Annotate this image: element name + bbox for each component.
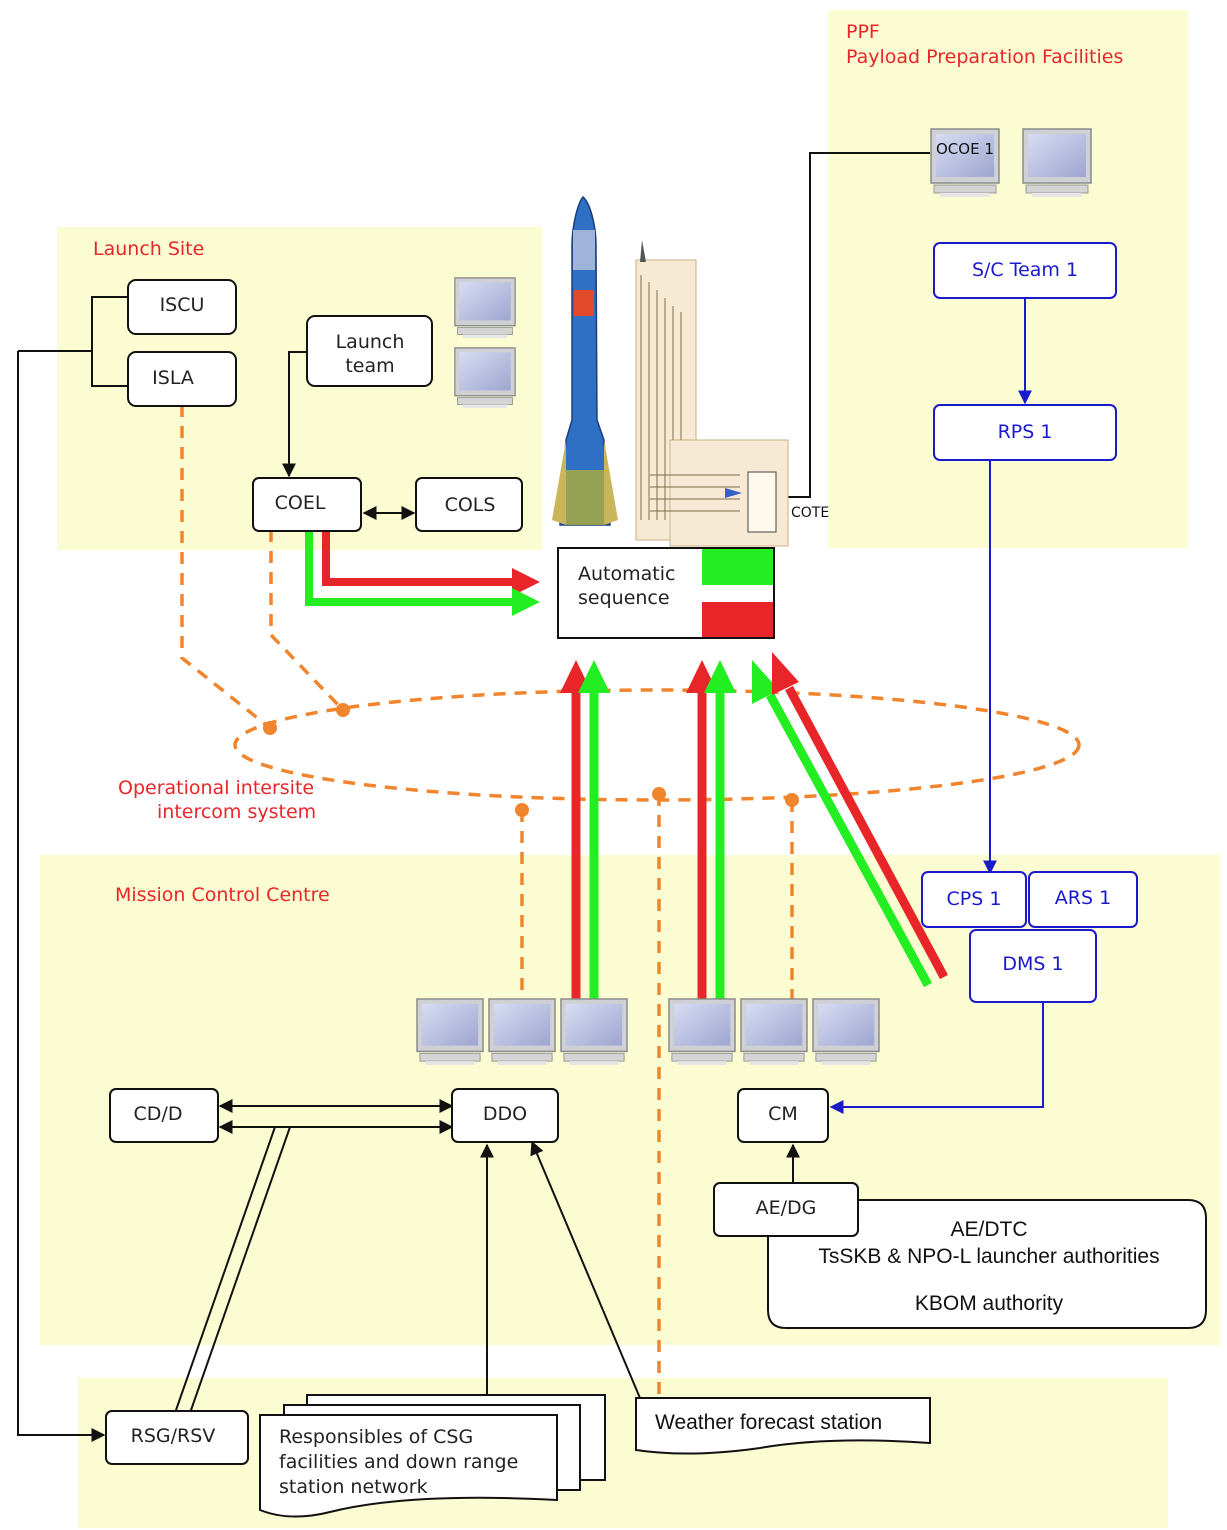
svg-text:Automatic: Automatic (578, 563, 675, 585)
isla-box: ISLA (127, 351, 237, 407)
ppf-title: PPF (846, 21, 880, 43)
monitor-icon (668, 998, 736, 1066)
weather-station-box: Weather forecast station (635, 1397, 931, 1455)
svg-text:Responsibles of CSG: Responsibles of CSG (279, 1426, 473, 1448)
command-arrows (305, 532, 948, 1000)
svg-text:KBOM authority: KBOM authority (915, 1292, 1064, 1315)
svg-text:RSG/RSV: RSG/RSV (131, 1425, 216, 1447)
ddo-box: DDO (451, 1088, 559, 1143)
svg-text:CD/D: CD/D (134, 1103, 183, 1125)
monitor-icon (454, 277, 516, 339)
iscu-box: ISCU (127, 279, 237, 335)
cps-box: CPS 1 (921, 871, 1027, 928)
svg-text:RPS 1: RPS 1 (998, 421, 1053, 443)
ars-box: ARS 1 (1028, 871, 1138, 928)
csg-responsibles-stack: Responsibles of CSG facilities and down … (259, 1394, 606, 1518)
ocoe-label: OCOE 1 (936, 140, 994, 158)
cm-box: CM (737, 1088, 829, 1143)
svg-text:sequence: sequence (578, 587, 670, 609)
monitor-icon (416, 998, 484, 1066)
svg-text:ISCU: ISCU (160, 294, 205, 316)
svg-text:COLS: COLS (445, 494, 496, 516)
svg-text:ARS 1: ARS 1 (1055, 887, 1111, 909)
rps-box: RPS 1 (933, 404, 1117, 461)
monitor-icon (1022, 128, 1092, 198)
intercom-label-2: intercom system (157, 801, 316, 823)
monitor-icon (812, 998, 880, 1066)
svg-text:COEL: COEL (275, 492, 326, 514)
schematic-icon (635, 240, 789, 547)
svg-text:Launch: Launch (336, 331, 405, 353)
svg-text:CM: CM (768, 1103, 798, 1125)
svg-text:DMS 1: DMS 1 (1002, 953, 1063, 975)
rsg-rsv-box: RSG/RSV (105, 1410, 249, 1465)
monitor-icon (488, 998, 556, 1066)
svg-text:TsSKB & NPO-L launcher authori: TsSKB & NPO-L launcher authorities (818, 1245, 1159, 1268)
monitor-icon (560, 998, 628, 1066)
svg-text:DDO: DDO (483, 1103, 527, 1125)
svg-text:AE/DTC: AE/DTC (950, 1218, 1027, 1241)
svg-text:S/C Team 1: S/C Team 1 (972, 259, 1078, 281)
monitor-icon (740, 998, 808, 1066)
ppf-subtitle: Payload Preparation Facilities (846, 46, 1123, 68)
cdd-box: CD/D (109, 1088, 219, 1143)
black-connectors (17, 152, 930, 1442)
svg-text:CPS 1: CPS 1 (947, 888, 1002, 910)
coel-box: COEL (252, 477, 362, 532)
cote-label: COTE (791, 505, 829, 521)
launch-team-box: Launch team (306, 315, 433, 387)
svg-text:AE/DG: AE/DG (756, 1197, 817, 1219)
rocket-icon (552, 195, 618, 526)
svg-text:facilities and down range: facilities and down range (279, 1451, 518, 1473)
blue-connectors (829, 298, 1044, 1114)
automatic-sequence-box: Automatic sequence (557, 547, 775, 639)
svg-text:team: team (345, 355, 394, 377)
intercom-network (180, 405, 1081, 1395)
svg-text:Weather forecast station: Weather forecast station (655, 1411, 882, 1434)
dms-box: DMS 1 (969, 929, 1097, 1003)
aedtc-box: AE/DTC TsSKB & NPO-L launcher authoritie… (767, 1199, 1207, 1329)
monitor-icon (454, 347, 516, 409)
mcc-title: Mission Control Centre (115, 884, 330, 906)
sc-team-box: S/C Team 1 (933, 242, 1117, 299)
launch-site-title: Launch Site (93, 238, 204, 260)
cols-box: COLS (415, 477, 523, 532)
svg-text:ISLA: ISLA (152, 367, 194, 389)
intercom-label-1: Operational intersite (118, 777, 314, 799)
aedg-box: AE/DG (713, 1182, 859, 1237)
intercom-nodes (263, 703, 799, 817)
svg-text:station network: station network (279, 1476, 428, 1498)
